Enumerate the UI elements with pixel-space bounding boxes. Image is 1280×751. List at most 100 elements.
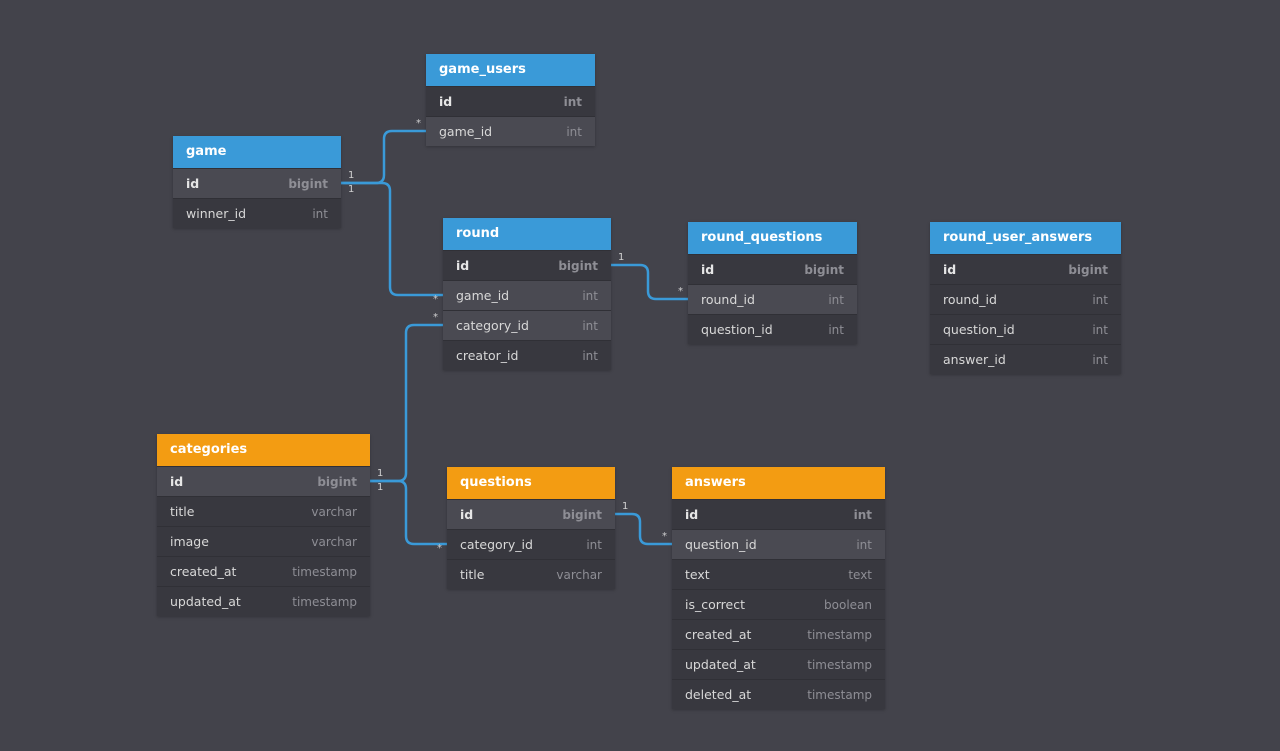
column-row[interactable]: game_id int [443, 280, 611, 310]
table-title[interactable]: answers [672, 467, 885, 499]
column-type: timestamp [807, 628, 872, 642]
cardinality-label: * [678, 286, 683, 297]
column-row[interactable]: updated_at timestamp [672, 649, 885, 679]
column-type: bigint [288, 177, 328, 191]
column-type: int [828, 323, 844, 337]
cardinality-label: 1 [377, 468, 383, 479]
column-type: bigint [317, 475, 357, 489]
column-name: id [186, 176, 200, 191]
column-name: id [701, 262, 715, 277]
column-type: int [586, 538, 602, 552]
table-title[interactable]: questions [447, 467, 615, 499]
column-name: title [170, 504, 195, 519]
column-type: varchar [556, 568, 602, 582]
relation-line [370, 323, 443, 483]
column-name: id [943, 262, 957, 277]
column-row[interactable]: question_id int [930, 314, 1121, 344]
column-type: varchar [311, 535, 357, 549]
column-row[interactable]: game_id int [426, 116, 595, 146]
column-name: deleted_at [685, 687, 752, 702]
column-name: creator_id [456, 348, 519, 363]
cardinality-label: * [433, 294, 438, 305]
column-row[interactable]: question_id int [672, 529, 885, 559]
column-name: updated_at [685, 657, 756, 672]
cardinality-label: * [662, 531, 667, 542]
column-row[interactable]: question_id int [688, 314, 857, 344]
column-name: round_id [701, 292, 755, 307]
table-title[interactable]: round [443, 218, 611, 250]
column-name: updated_at [170, 594, 241, 609]
cardinality-label: 1 [348, 170, 354, 181]
column-type: timestamp [807, 688, 872, 702]
column-row[interactable]: id bigint [157, 466, 370, 496]
column-name: text [685, 567, 710, 582]
column-type: timestamp [292, 565, 357, 579]
column-type: timestamp [807, 658, 872, 672]
column-type: int [312, 207, 328, 221]
table-title[interactable]: round_questions [688, 222, 857, 254]
column-name: title [460, 567, 485, 582]
column-row[interactable]: title varchar [157, 496, 370, 526]
table-title[interactable]: game_users [426, 54, 595, 86]
column-row[interactable]: id bigint [688, 254, 857, 284]
column-row[interactable]: round_id int [688, 284, 857, 314]
column-row[interactable]: winner_id int [173, 198, 341, 228]
cardinality-label: 1 [618, 252, 624, 263]
column-row[interactable]: deleted_at timestamp [672, 679, 885, 709]
column-row[interactable]: answer_id int [930, 344, 1121, 374]
column-name: question_id [701, 322, 773, 337]
column-type: int [1092, 293, 1108, 307]
column-type: int [1092, 353, 1108, 367]
column-type: int [856, 538, 872, 552]
table-title[interactable]: round_user_answers [930, 222, 1121, 254]
column-type: bigint [804, 263, 844, 277]
column-name: id [439, 94, 453, 109]
column-type: int [1092, 323, 1108, 337]
table-title[interactable]: categories [157, 434, 370, 466]
column-name: game_id [456, 288, 510, 303]
column-row[interactable]: round_id int [930, 284, 1121, 314]
column-name: id [170, 474, 184, 489]
column-name: round_id [943, 292, 997, 307]
relation-line [615, 512, 672, 546]
column-type: int [828, 293, 844, 307]
cardinality-label: 1 [377, 482, 383, 493]
column-name: created_at [170, 564, 237, 579]
column-row[interactable]: created_at timestamp [157, 556, 370, 586]
table-game[interactable]: game id bigint winner_id int [173, 136, 341, 228]
column-name: question_id [685, 537, 757, 552]
column-type: int [582, 289, 598, 303]
column-name: winner_id [186, 206, 247, 221]
cardinality-label: 1 [622, 501, 628, 512]
column-row[interactable]: id bigint [173, 168, 341, 198]
column-type: int [566, 125, 582, 139]
column-name: game_id [439, 124, 493, 139]
column-row[interactable]: title varchar [447, 559, 615, 589]
column-type: varchar [311, 505, 357, 519]
table-title[interactable]: game [173, 136, 341, 168]
column-name: answer_id [943, 352, 1006, 367]
column-type: bigint [562, 508, 602, 522]
column-name: question_id [943, 322, 1015, 337]
